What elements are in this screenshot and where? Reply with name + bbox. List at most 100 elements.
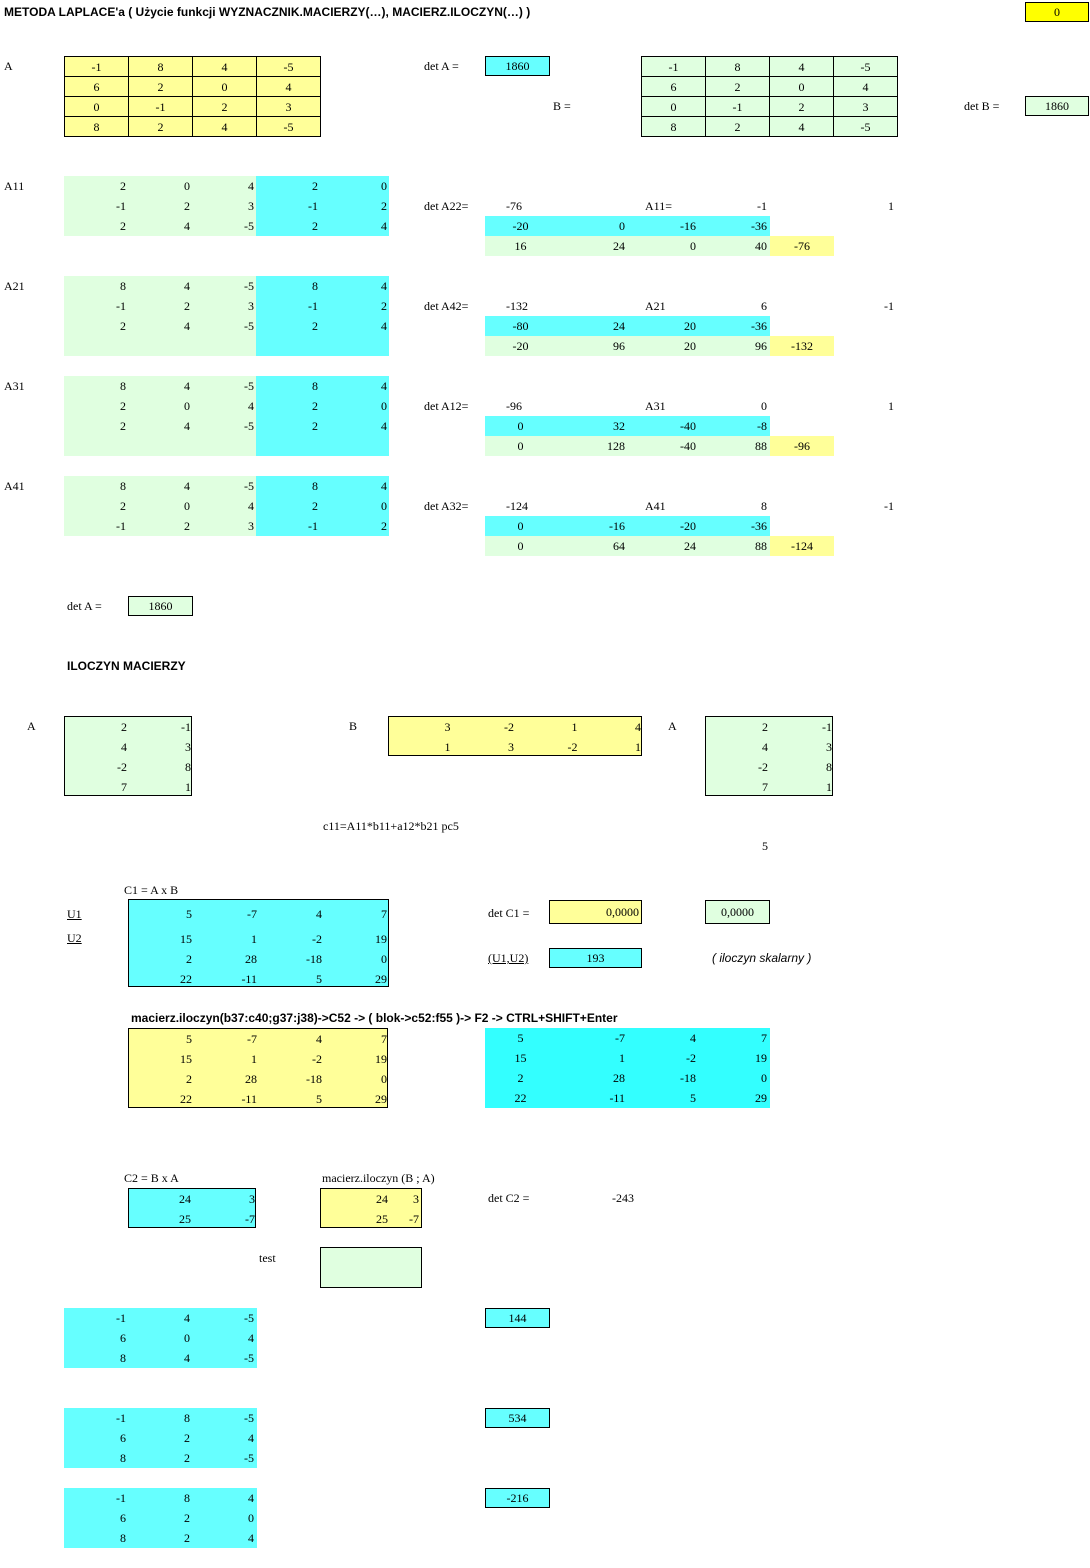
test-cell[interactable] bbox=[320, 1247, 422, 1288]
mi-cyan-cell[interactable]: 5 bbox=[517, 1031, 524, 1045]
prod-a-cell[interactable]: 7 bbox=[121, 780, 127, 794]
product-cell[interactable]: 24 bbox=[684, 539, 696, 553]
prod-a-cell[interactable]: 2 bbox=[121, 720, 127, 734]
minor-cell[interactable]: 2 bbox=[120, 179, 126, 193]
minor-cell[interactable]: -5 bbox=[244, 279, 254, 293]
minor-cell[interactable]: 4 bbox=[381, 219, 387, 233]
product-cell[interactable]: -8 bbox=[757, 419, 767, 433]
minor-cell[interactable]: 4 bbox=[184, 279, 190, 293]
matrix-b-cell[interactable]: 2 bbox=[705, 116, 770, 137]
mi-cyan-cell[interactable]: 4 bbox=[690, 1031, 696, 1045]
c1-cell[interactable]: 29 bbox=[375, 972, 387, 986]
minor-cell[interactable]: 4 bbox=[184, 219, 190, 233]
c1-cell[interactable]: 5 bbox=[316, 972, 322, 986]
flag-cell[interactable]: 0 bbox=[1025, 2, 1089, 22]
minor-cell[interactable]: 4 bbox=[184, 319, 190, 333]
prod-a2-cell[interactable]: -1 bbox=[822, 720, 832, 734]
minor-cell[interactable]: 4 bbox=[248, 179, 254, 193]
minor-cell[interactable]: 2 bbox=[120, 499, 126, 513]
minor-cell[interactable]: 8 bbox=[120, 379, 126, 393]
minor-cell[interactable]: 2 bbox=[381, 519, 387, 533]
minor-cell[interactable]: -5 bbox=[244, 319, 254, 333]
c1-cell[interactable]: 28 bbox=[245, 952, 257, 966]
bottom-minor-cell[interactable]: 4 bbox=[248, 1431, 254, 1445]
product-cell[interactable]: 20 bbox=[684, 319, 696, 333]
mi-yellow-cell[interactable]: 5 bbox=[316, 1092, 322, 1106]
bottom-minor-cell[interactable]: 8 bbox=[120, 1451, 126, 1465]
mi-cyan-cell[interactable]: 29 bbox=[755, 1091, 767, 1105]
minor-cell[interactable]: 2 bbox=[120, 219, 126, 233]
matrix-b-cell[interactable]: 3 bbox=[833, 96, 898, 117]
minor-cell[interactable]: -5 bbox=[244, 379, 254, 393]
matrix-a-cell[interactable]: -5 bbox=[256, 56, 321, 77]
mi-cyan-cell[interactable]: 7 bbox=[761, 1031, 767, 1045]
matrix-a-cell[interactable]: 2 bbox=[128, 76, 193, 97]
bottom-minor-det[interactable]: -216 bbox=[485, 1488, 550, 1508]
product-cell[interactable]: 0 bbox=[517, 439, 524, 453]
minor-cell[interactable]: 4 bbox=[184, 379, 190, 393]
minor-cell[interactable]: 3 bbox=[248, 299, 254, 313]
bottom-minor-cell[interactable]: 6 bbox=[120, 1431, 126, 1445]
prod-a-cell[interactable]: -1 bbox=[181, 720, 191, 734]
minor-cell[interactable]: -1 bbox=[116, 199, 126, 213]
bottom-minor-cell[interactable]: 4 bbox=[248, 1331, 254, 1345]
matrix-a-cell[interactable]: 6 bbox=[64, 76, 129, 97]
mi-cyan-cell[interactable]: 28 bbox=[613, 1071, 625, 1085]
bottom-minor-cell[interactable]: 4 bbox=[248, 1491, 254, 1505]
minor-cell[interactable]: 4 bbox=[381, 279, 387, 293]
minor-cell[interactable]: 8 bbox=[312, 279, 318, 293]
prod-b-cell[interactable]: 3 bbox=[444, 720, 451, 734]
det-b-value[interactable]: 1860 bbox=[1025, 96, 1089, 116]
product-cell[interactable]: -16 bbox=[609, 519, 625, 533]
minor-cell[interactable]: 0 bbox=[381, 499, 387, 513]
matrix-a-cell[interactable]: 4 bbox=[256, 76, 321, 97]
mi-yellow-cell[interactable]: 15 bbox=[180, 1052, 192, 1066]
c1-cell[interactable]: -11 bbox=[241, 972, 257, 986]
product-cell[interactable]: 128 bbox=[607, 439, 625, 453]
mi-yellow-cell[interactable]: 5 bbox=[186, 1032, 192, 1046]
bottom-minor-cell[interactable]: 2 bbox=[184, 1451, 190, 1465]
bottom-minor-cell[interactable]: 2 bbox=[184, 1531, 190, 1545]
product-cell[interactable]: 96 bbox=[755, 339, 767, 353]
minor-cell[interactable]: 0 bbox=[184, 399, 190, 413]
mi-yellow-cell[interactable]: 22 bbox=[180, 1092, 192, 1106]
c1-cell[interactable]: 0 bbox=[381, 952, 387, 966]
minor-cell[interactable]: 0 bbox=[381, 179, 387, 193]
minor-result[interactable]: -96 bbox=[770, 436, 834, 456]
minor-cell[interactable]: 4 bbox=[381, 379, 387, 393]
minor-cell[interactable]: 8 bbox=[312, 479, 318, 493]
matrix-b-cell[interactable]: 4 bbox=[769, 116, 834, 137]
matrix-a-cell[interactable]: -1 bbox=[64, 56, 129, 77]
prod-a2-cell[interactable]: 3 bbox=[826, 740, 832, 754]
matrix-b-cell[interactable]: 2 bbox=[769, 96, 834, 117]
minor-cell[interactable]: 2 bbox=[312, 419, 318, 433]
mi-yellow-cell[interactable]: 4 bbox=[316, 1032, 322, 1046]
matrix-a-cell[interactable]: 8 bbox=[128, 56, 193, 77]
minor-cell[interactable]: 4 bbox=[184, 479, 190, 493]
prod-a2-cell[interactable]: 7 bbox=[762, 780, 768, 794]
minor-cell[interactable]: 2 bbox=[312, 179, 318, 193]
bottom-minor-cell[interactable]: 0 bbox=[248, 1511, 254, 1525]
product-cell[interactable]: 64 bbox=[613, 539, 625, 553]
mi-yellow-cell[interactable]: 29 bbox=[375, 1092, 387, 1106]
minor-cell[interactable]: 8 bbox=[312, 379, 318, 393]
prod-a-cell[interactable]: 3 bbox=[185, 740, 191, 754]
bottom-minor-cell[interactable]: -5 bbox=[244, 1351, 254, 1365]
matrix-b-cell[interactable]: 0 bbox=[641, 96, 706, 117]
product-cell[interactable]: -40 bbox=[680, 439, 696, 453]
minor-cell[interactable]: 2 bbox=[120, 419, 126, 433]
matrix-b-cell[interactable]: 4 bbox=[833, 76, 898, 97]
matrix-a-cell[interactable]: 4 bbox=[192, 116, 257, 137]
minor-cell[interactable]: 2 bbox=[184, 519, 190, 533]
minor-cell[interactable]: 2 bbox=[184, 299, 190, 313]
mi-cyan-cell[interactable]: 22 bbox=[514, 1091, 527, 1105]
matrix-b-cell[interactable]: 6 bbox=[641, 76, 706, 97]
bottom-minor-cell[interactable]: 2 bbox=[184, 1511, 190, 1525]
product-cell[interactable]: -20 bbox=[512, 339, 529, 353]
product-cell[interactable]: 32 bbox=[613, 419, 625, 433]
product-cell[interactable]: -36 bbox=[751, 319, 767, 333]
bottom-minor-cell[interactable]: -5 bbox=[244, 1451, 254, 1465]
minor-result[interactable]: -76 bbox=[770, 236, 834, 256]
matrix-b-cell[interactable]: 8 bbox=[705, 56, 770, 77]
product-cell[interactable]: 96 bbox=[613, 339, 625, 353]
